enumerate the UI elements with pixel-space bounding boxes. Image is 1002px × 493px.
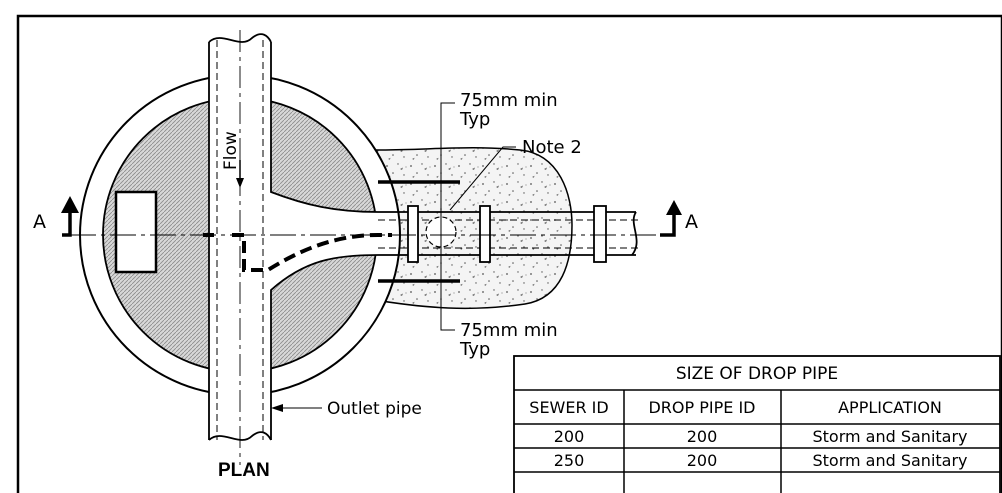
table-cell-r1-drop: 200 [687, 427, 718, 446]
pipe-hidden-lines [216, 40, 264, 440]
outlet-leader-arrow [271, 404, 283, 412]
table-rules [514, 389, 1000, 473]
table-columns [623, 390, 782, 493]
top-dim-label: 75mm min [460, 90, 558, 111]
flow-label: Flow [221, 131, 241, 170]
pipe-segment-2 [490, 211, 594, 256]
top-dim-typ: Typ [459, 109, 490, 130]
section-arrow-left [61, 196, 79, 213]
pipe-bell-1 [407, 205, 419, 263]
bottom-dim-typ: Typ [459, 339, 490, 360]
section-marker-left [62, 210, 72, 237]
table-cell-r1-app: Storm and Sanitary [812, 427, 967, 446]
inlet-pipe-top [208, 42, 272, 98]
outlet-pipe [208, 372, 272, 440]
concrete-encasement [374, 147, 573, 310]
pipe-segment-3 [606, 211, 636, 256]
drawing-border [16, 14, 1002, 493]
note-leader [449, 146, 516, 211]
pipe-segment-1 [418, 211, 480, 256]
section-arrow-right [666, 200, 682, 215]
access-step [114, 190, 158, 274]
pipe-end-break [631, 211, 638, 256]
flow-path [203, 233, 392, 272]
note-label: Note 2 [522, 137, 582, 158]
section-label-left: A [33, 211, 46, 233]
section-marker-right [660, 213, 676, 237]
bottom-dim-leader [440, 232, 455, 331]
channel-wall-right-top [270, 98, 379, 213]
channel-curved [271, 192, 378, 290]
drop-pipe-lines [378, 211, 408, 256]
table-cell-r2-sewer: 250 [554, 451, 585, 470]
outlet-pipe-label: Outlet pipe [327, 399, 422, 419]
table-title: SIZE OF DROP PIPE [676, 364, 838, 384]
section-label-right: A [685, 211, 698, 233]
outlet-pipe-break [208, 431, 272, 441]
table-header-application: APPLICATION [838, 398, 942, 417]
bottom-dim-label: 75mm min [460, 320, 558, 341]
pipe-bell-2 [479, 205, 491, 263]
table-cell-r1-sewer: 200 [554, 427, 585, 446]
channel-wall-right-bottom [270, 254, 379, 372]
table-header-drop-pipe-id: DROP PIPE ID [648, 398, 755, 417]
pipe-bell-3 [593, 205, 607, 263]
flow-arrow-head [236, 178, 244, 188]
inlet-pipe-top-break [208, 33, 272, 43]
table-header-sewer-id: SEWER ID [529, 398, 608, 417]
drop-pipe-table: SIZE OF DROP PIPE SEWER ID DROP PIPE ID … [513, 355, 1001, 493]
top-dim-leader [440, 102, 455, 232]
table-cell-r2-app: Storm and Sanitary [812, 451, 967, 470]
plan-title: PLAN [218, 460, 270, 481]
table-cell-r2-drop: 200 [687, 451, 718, 470]
